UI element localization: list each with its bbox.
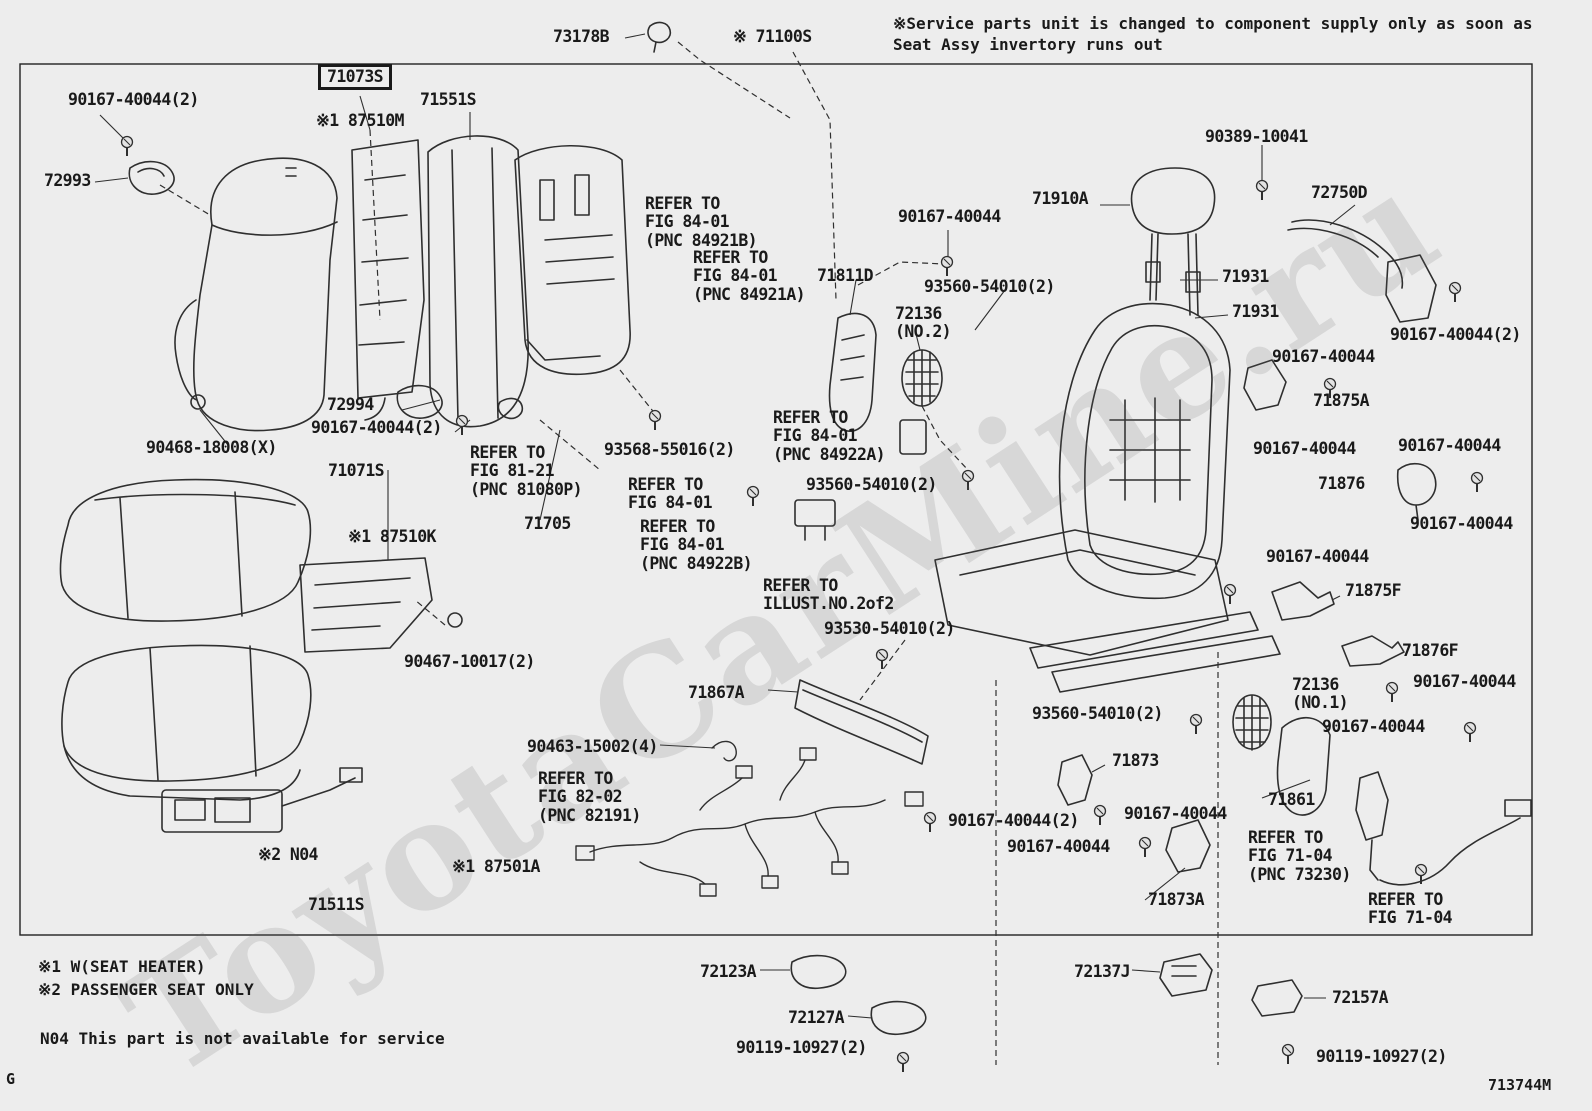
part-label: 72137J	[1074, 962, 1131, 981]
part-label: 71931	[1222, 267, 1269, 286]
seat-back-cushion	[174, 157, 338, 432]
part-label: 90468-18008(X)	[146, 438, 277, 457]
part-label: 93560-54010(2)	[1032, 704, 1163, 723]
seat-back-pad	[427, 135, 529, 428]
part-label: 90463-15002(4)	[527, 737, 658, 756]
part-label: 90167-40044	[1410, 514, 1513, 533]
seat-frame-assembly	[934, 302, 1281, 693]
figure-code: 713744M	[1488, 1076, 1552, 1094]
part-label: 71861	[1268, 790, 1315, 809]
part-label: 72136 (NO.2)	[895, 304, 952, 342]
part-label: ※ 71100S	[733, 27, 812, 46]
part-label: 71511S	[308, 895, 365, 914]
front-trim-panel	[794, 679, 929, 765]
seat-side-shield	[828, 312, 877, 432]
part-label: 71811D	[817, 266, 874, 285]
headrest-rod	[1287, 219, 1437, 323]
part-label: 71867A	[688, 683, 745, 702]
part-label: REFER TO FIG 84-01 (PNC 84921B)	[645, 194, 758, 250]
part-label: 90167-40044	[1253, 439, 1356, 458]
seat-belt-buckle	[1355, 771, 1532, 886]
part-label: 90167-40044	[1398, 436, 1501, 455]
footnote-passenger-seat: ※2 PASSENGER SEAT ONLY	[38, 980, 254, 999]
part-label: REFER TO FIG 84-01 (PNC 84922B)	[640, 517, 753, 573]
clips-and-straps	[128, 21, 927, 628]
seat-back-board	[514, 145, 631, 376]
part-label: 72994	[327, 395, 374, 414]
corner-letter: G	[6, 1070, 16, 1088]
part-label: 90167-40044(2)	[311, 418, 442, 437]
part-label: 71873	[1112, 751, 1159, 770]
seat-cushion-heater-mat	[299, 557, 433, 653]
part-label: 72157A	[1332, 988, 1389, 1007]
part-label: 90467-10017(2)	[404, 652, 535, 671]
part-label: 71875A	[1313, 391, 1370, 410]
part-label: REFER TO FIG 82-02 (PNC 82191)	[538, 769, 641, 825]
part-label: 71071S	[328, 461, 385, 480]
part-label: ※1 87510M	[316, 111, 405, 130]
seat-cushion-base	[61, 644, 363, 833]
part-label: 71873A	[1148, 890, 1205, 909]
part-label: 71551S	[420, 90, 477, 109]
grommet-no2	[901, 349, 943, 407]
part-label: ※1 87510K	[348, 527, 437, 546]
part-label: 90167-40044	[898, 207, 1001, 226]
availability-note: N04 This part is not available for servi…	[40, 1029, 445, 1048]
part-label: REFER TO FIG 84-01	[628, 475, 713, 513]
part-label: 90119-10927(2)	[1316, 1047, 1447, 1066]
part-label: REFER TO FIG 81-21 (PNC 81080P)	[470, 443, 583, 499]
part-label: 72993	[44, 171, 91, 190]
part-label: 90167-40044	[1272, 347, 1375, 366]
part-label: 90167-40044	[1413, 672, 1516, 691]
part-label: 71705	[524, 514, 571, 533]
bottom-covers	[790, 953, 1303, 1035]
part-label: 71910A	[1032, 189, 1089, 208]
diagram-frame	[19, 63, 1533, 936]
wire-harness	[575, 740, 924, 897]
headrest	[1130, 167, 1216, 316]
part-label: 93568-55016(2)	[604, 440, 735, 459]
part-label: REFER TO FIG 84-01 (PNC 84922A)	[773, 408, 886, 464]
part-label: ※1 87501A	[452, 857, 541, 876]
part-label: 90167-40044	[1322, 717, 1425, 736]
part-label: ※2 N04	[258, 845, 319, 864]
solid-leaders	[94, 33, 1356, 1019]
part-label: REFER TO FIG 71-04 (PNC 73230)	[1248, 828, 1351, 884]
grommet-no1	[1232, 694, 1331, 816]
part-label: 72127A	[788, 1008, 845, 1027]
part-label: REFER TO FIG 71-04	[1368, 890, 1453, 928]
part-label: 90119-10927(2)	[736, 1038, 867, 1057]
part-label: REFER TO FIG 84-01 (PNC 84921A)	[693, 248, 806, 304]
part-label: 90167-40044	[1266, 547, 1369, 566]
dashed-leaders	[159, 41, 1219, 1065]
part-label: 90167-40044(2)	[1390, 325, 1521, 344]
part-label: 72750D	[1311, 183, 1368, 202]
part-label: 71875F	[1345, 581, 1402, 600]
footnote-seat-heater: ※1 W(SEAT HEATER)	[38, 957, 206, 976]
part-label: 93560-54010(2)	[924, 277, 1055, 296]
part-label: 90167-40044(2)	[948, 811, 1079, 830]
part-label: 90167-40044(2)	[68, 90, 199, 109]
part-label: 71876	[1318, 474, 1365, 493]
part-label: REFER TO ILLUST.NO.2of2	[763, 576, 894, 614]
seat-back-heater-mat	[351, 139, 425, 421]
service-note: ※Service parts unit is changed to compon…	[893, 14, 1533, 54]
part-label: 71931	[1232, 302, 1279, 321]
seat-cushion-pad	[59, 478, 312, 622]
part-label: 72136 (NO.1)	[1292, 675, 1349, 713]
part-label: 90167-40044	[1124, 804, 1227, 823]
part-label: 71073S	[318, 64, 393, 91]
small-brackets	[1057, 359, 1437, 873]
part-label: 90167-40044	[1007, 837, 1110, 856]
part-label: 90389-10041	[1205, 127, 1308, 146]
part-label: 71876F	[1402, 641, 1459, 660]
part-label: 72123A	[700, 962, 757, 981]
part-label: 73178B	[553, 27, 610, 46]
part-label: 93560-54010(2)	[806, 475, 937, 494]
part-label: 93530-54010(2)	[824, 619, 955, 638]
